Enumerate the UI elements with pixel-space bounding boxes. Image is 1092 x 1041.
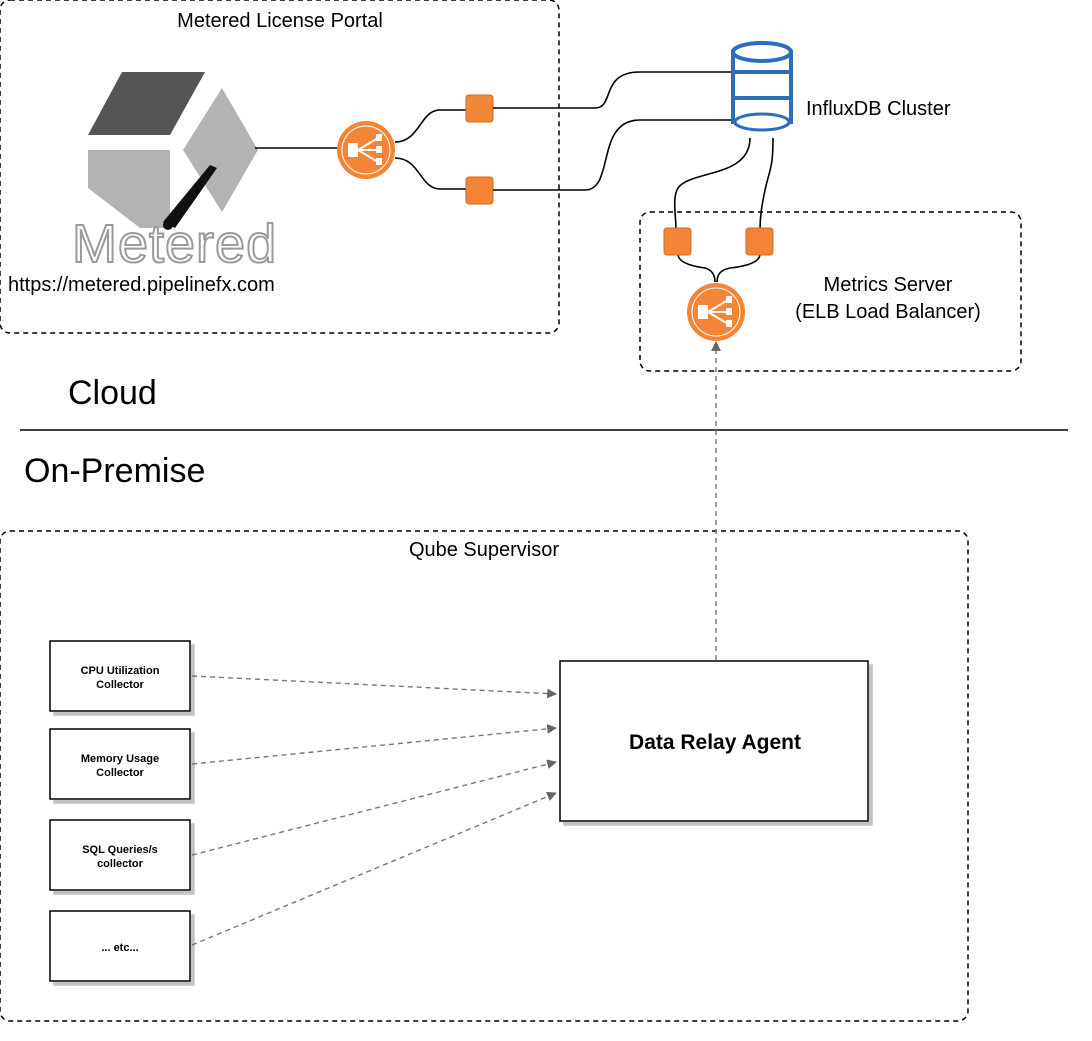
svg-text:CPU Utilization: CPU Utilization (81, 665, 160, 677)
elb-label: (ELB Load Balancer) (795, 301, 981, 323)
instance-icon (465, 94, 494, 123)
collector-arrows (191, 675, 557, 946)
load-balancer-icon (337, 121, 395, 179)
collector-box: CPU Utilization Collector (49, 640, 191, 712)
svg-text:Memory Usage: Memory Usage (81, 753, 159, 765)
instance-icon (663, 227, 692, 256)
instance-icon (745, 227, 774, 256)
portal-connectors (255, 109, 470, 190)
metered-logo-text: Metered (72, 214, 277, 274)
svg-text:collector: collector (97, 858, 144, 870)
db-to-metrics-connectors (673, 137, 774, 283)
collector-box: SQL Queries/s collector (49, 819, 191, 891)
portal-title: Metered License Portal (177, 10, 383, 32)
supervisor-group-box (0, 530, 969, 1022)
instance-icon (465, 176, 494, 205)
svg-text:Collector: Collector (96, 767, 144, 779)
collector-box: ... etc... (49, 910, 191, 982)
influxdb-label: InfluxDB Cluster (806, 98, 951, 120)
svg-text:SQL Queries/s: SQL Queries/s (82, 844, 158, 856)
supervisor-title: Qube Supervisor (409, 539, 559, 561)
svg-text:Data Relay Agent: Data Relay Agent (629, 731, 801, 754)
metered-logo-icon (88, 72, 258, 230)
portal-url: https://metered.pipelinefx.com (8, 274, 275, 296)
on-premise-label: On-Premise (24, 452, 205, 490)
cloud-label: Cloud (68, 374, 157, 412)
portal-to-db-connectors (493, 71, 733, 191)
data-relay-agent-box: Data Relay Agent (559, 660, 869, 822)
svg-text:Collector: Collector (96, 679, 144, 691)
portal-group-box (0, 0, 560, 334)
collector-box: Memory Usage Collector (49, 728, 191, 800)
svg-text:... etc...: ... etc... (101, 942, 138, 954)
load-balancer-icon (687, 283, 745, 341)
metrics-server-label: Metrics Server (824, 274, 953, 296)
metrics-group-box (639, 211, 1022, 372)
database-icon (731, 41, 793, 132)
